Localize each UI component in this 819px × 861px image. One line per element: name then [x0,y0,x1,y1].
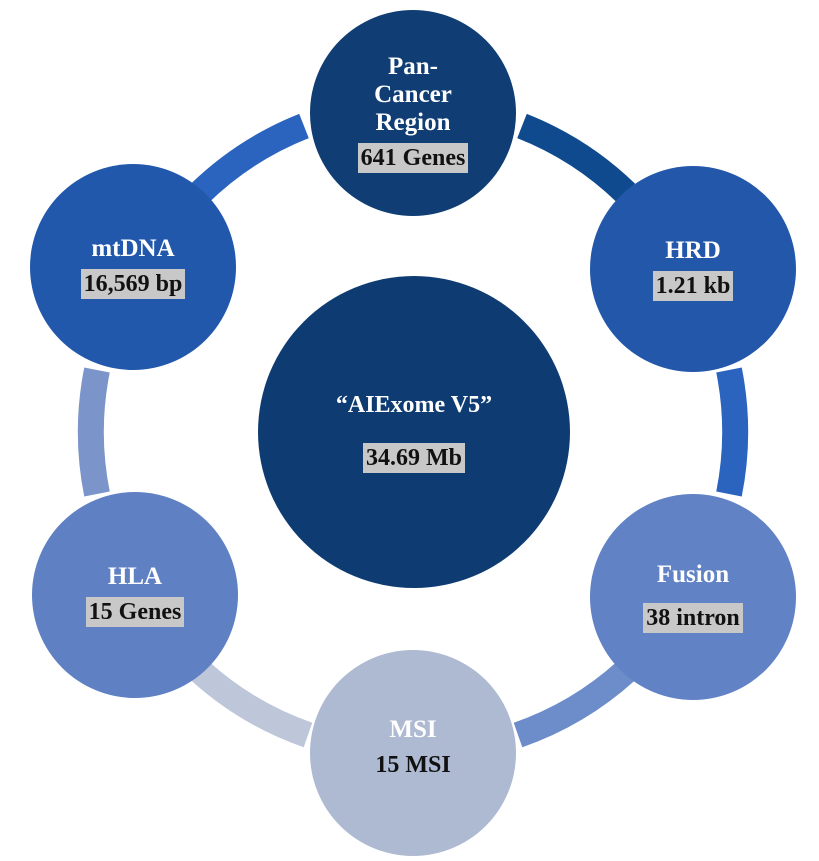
node-msi: MSI 15 MSI [310,650,516,856]
connector-mtdna-to-pan [190,113,309,203]
node-pan-cancer-title: Pan-Cancer Region [374,53,452,136]
node-pan-cancer: Pan-Cancer Region 641 Genes [310,10,516,216]
connector-fusion-to-msi [513,661,635,748]
node-hrd: HRD 1.21 kb [590,166,796,372]
connector-hla-to-mtdna [77,367,110,497]
center-node: “AIExome V5” 34.69 Mb [258,276,570,588]
node-hla-value: 15 Genes [85,597,185,627]
center-value: 34.69 Mb [363,443,465,473]
node-pan-cancer-value: 641 Genes [357,143,469,173]
node-msi-value: 15 MSI [375,752,451,778]
node-hrd-value: 1.21 kb [652,271,734,301]
node-fusion-title: Fusion [656,561,730,588]
node-fusion-value: 38 intron [643,603,743,633]
node-mtdna-value: 16,569 bp [80,269,186,299]
node-hrd-title: HRD [665,237,721,264]
connector-msi-to-hla [191,661,313,748]
center-title: “AIExome V5” [335,392,493,418]
node-mtdna-title: mtDNA [91,235,175,262]
node-hla: HLA 15 Genes [32,492,238,698]
node-hla-title: HLA [107,563,163,590]
node-msi-title: MSI [389,716,437,743]
connector-hrd-to-fusion [716,367,749,497]
node-fusion: Fusion 38 intron [590,494,796,700]
node-mtdna: mtDNA 16,569 bp [30,164,236,370]
connector-pan-to-hrd [517,113,636,203]
